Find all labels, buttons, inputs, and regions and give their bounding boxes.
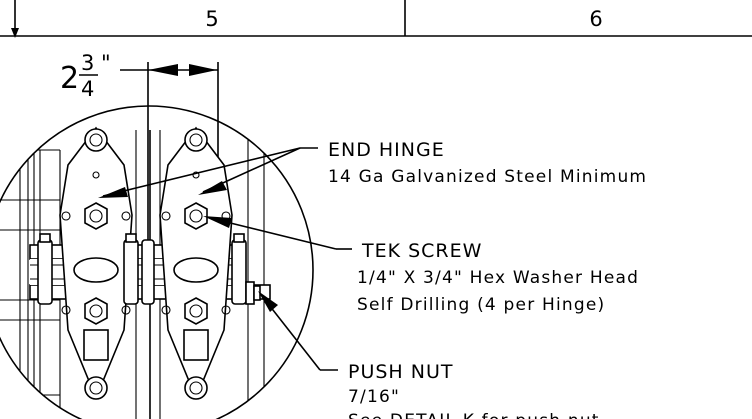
dimension-whole: 2 (60, 61, 79, 96)
tek-screw-right-top (184, 202, 208, 230)
dimension-numerator: 3 (81, 51, 94, 75)
end-hinge-spec: 14 Ga Galvanized Steel Minimum (328, 167, 647, 187)
leader-lines (98, 147, 352, 371)
push-nut-title: PUSH NUT (348, 361, 453, 383)
tek-screw-spec-drilling: Self Drilling (4 per Hinge) (357, 295, 605, 315)
dimension-arrow-right (189, 64, 217, 76)
dimension-denominator: 4 (81, 77, 94, 101)
callout-end-hinge: END HINGE 14 Ga Galvanized Steel Minimum (328, 139, 647, 187)
title-block-strip: 5 6 (0, 0, 752, 38)
reference-arrow-head (11, 28, 19, 38)
callout-tek-screw: TEK SCREW 1/4" X 3/4" Hex Washer Head Se… (357, 240, 639, 315)
end-hinge-right (159, 126, 233, 401)
tek-screw-spec-size: 1/4" X 3/4" Hex Washer Head (357, 268, 639, 288)
tek-screw-right-bottom (184, 297, 208, 325)
dimension-arrow-left (148, 64, 178, 76)
tek-screw-left-top (84, 202, 108, 230)
door-frame-lines (0, 130, 265, 419)
hinge-knuckles (37, 233, 247, 305)
column-label-5: 5 (205, 7, 218, 31)
callout-push-nut: PUSH NUT 7/16" See DETAIL K for push nut (348, 361, 600, 419)
column-label-6: 6 (589, 7, 602, 31)
push-nut-size: 7/16" (348, 387, 400, 407)
push-nut (245, 281, 261, 305)
tek-screw-title: TEK SCREW (361, 240, 482, 262)
tek-screw-left-bottom (84, 297, 108, 325)
end-hinge-left (59, 126, 133, 401)
dimension-unit: " (101, 51, 111, 75)
detail-circle-group (0, 105, 314, 419)
detail-circle-outline (0, 105, 314, 419)
end-hinge-title: END HINGE (328, 139, 445, 161)
push-nut-reference: See DETAIL K for push nut (348, 411, 600, 419)
width-dimension: 2 3 4 " (60, 51, 219, 250)
